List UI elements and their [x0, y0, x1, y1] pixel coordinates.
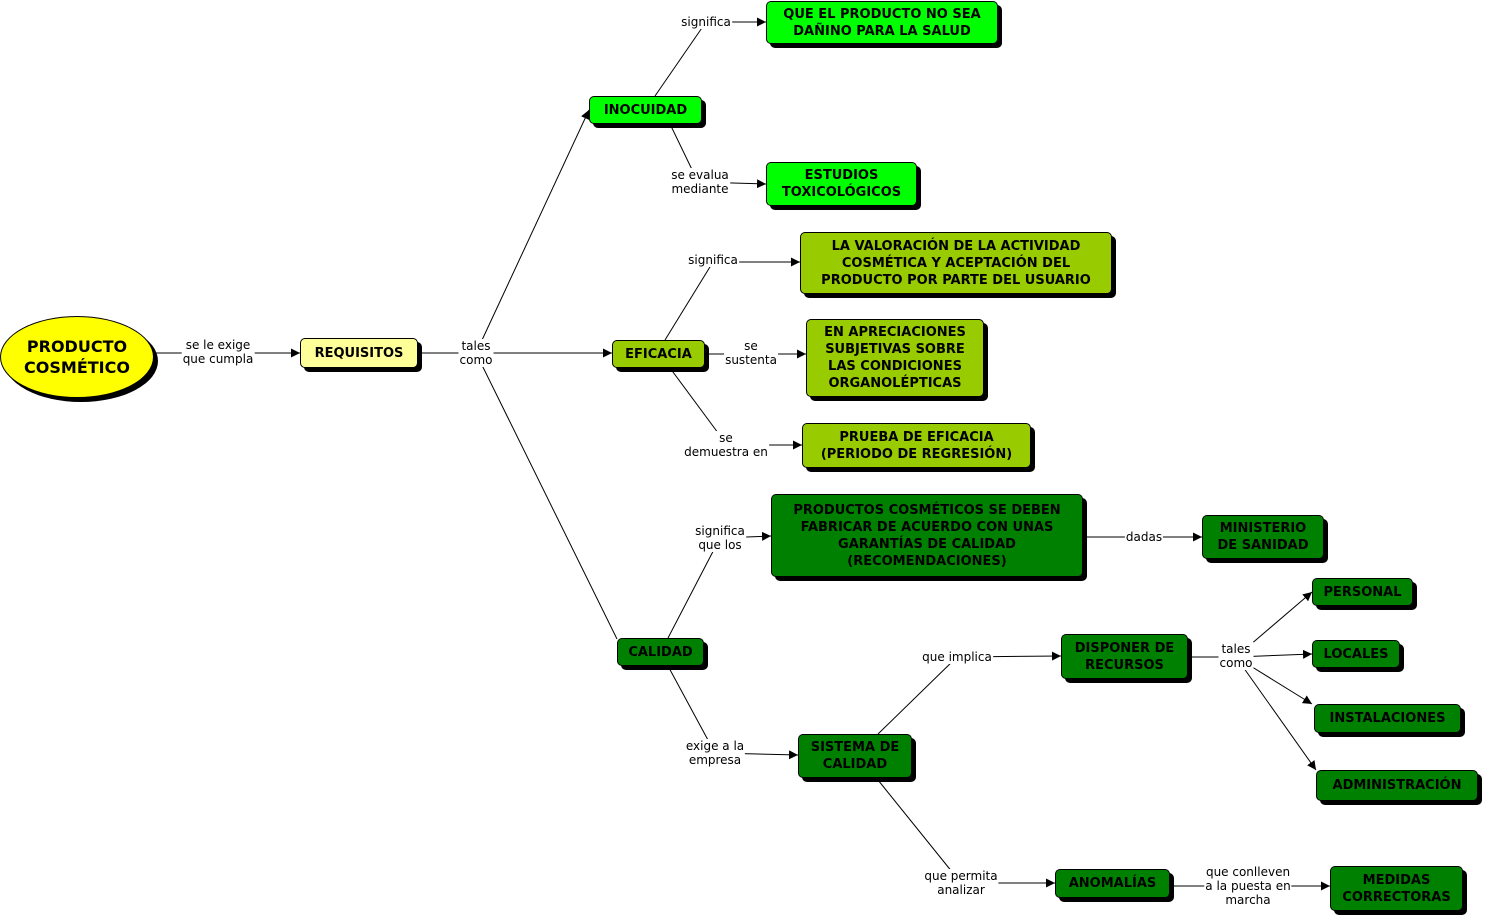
node-apreciaciones[interactable]: EN APRECIACIONES SUBJETIVAS SOBRE LAS CO…	[806, 319, 984, 397]
node-calidad[interactable]: CALIDAD	[617, 638, 704, 666]
link-label-que-permita: que permita analizar	[923, 869, 999, 897]
node-valoracion[interactable]: LA VALORACIÓN DE LA ACTIVIDAD COSMÉTICA …	[800, 232, 1112, 294]
link-label-se-evalua: se evalua mediante	[670, 168, 730, 196]
node-prueba-eficacia[interactable]: PRUEBA DE EFICACIA (PERIODO DE REGRESIÓN…	[802, 423, 1031, 468]
node-estudios-toxicologicos[interactable]: ESTUDIOS TOXICOLÓGICOS	[766, 162, 917, 206]
link-label-se-sustenta: se sustenta	[724, 339, 778, 367]
node-disponer-recursos[interactable]: DISPONER DE RECURSOS	[1061, 634, 1188, 679]
node-medidas-correctoras[interactable]: MEDIDAS CORRECTORAS	[1330, 866, 1463, 911]
node-no-danino[interactable]: QUE EL PRODUCTO NO SEA DAÑINO PARA LA SA…	[766, 1, 998, 44]
link-label-significa-1: significa	[680, 15, 732, 29]
node-administracion[interactable]: ADMINISTRACIÓN	[1316, 770, 1478, 801]
node-personal[interactable]: PERSONAL	[1312, 578, 1413, 606]
link-label-exige-empresa: exige a la empresa	[684, 739, 746, 767]
node-requisitos[interactable]: REQUISITOS	[300, 338, 418, 368]
link-label-que-implica: que implica	[921, 650, 993, 664]
node-productos-deben[interactable]: PRODUCTOS COSMÉTICOS SE DEBEN FABRICAR D…	[771, 494, 1083, 577]
node-inocuidad[interactable]: INOCUIDAD	[589, 96, 702, 124]
link-label-significa-que-los: significa que los	[694, 524, 746, 552]
link-label-se-demuestra: se demuestra en	[683, 431, 769, 459]
node-instalaciones[interactable]: INSTALACIONES	[1314, 704, 1461, 733]
node-ministerio-sanidad[interactable]: MINISTERIO DE SANIDAD	[1202, 515, 1324, 559]
link-label-tales-como-2: tales como	[1218, 642, 1254, 670]
node-anomalias[interactable]: ANOMALÍAS	[1055, 869, 1170, 898]
link-label-que-conlleven: que conlleven a la puesta en marcha	[1204, 865, 1292, 907]
link-label-se-le-exige: se le exige que cumpla	[181, 338, 255, 366]
link-label-tales-como-1: tales como	[458, 339, 494, 367]
node-sistema-calidad[interactable]: SISTEMA DE CALIDAD	[798, 734, 912, 778]
link-label-dadas: dadas	[1124, 530, 1164, 544]
node-producto-cosmetico[interactable]: PRODUCTO COSMÉTICO	[0, 316, 154, 398]
link-label-significa-2: significa	[687, 253, 739, 267]
node-locales[interactable]: LOCALES	[1312, 640, 1400, 668]
node-eficacia[interactable]: EFICACIA	[612, 340, 705, 368]
